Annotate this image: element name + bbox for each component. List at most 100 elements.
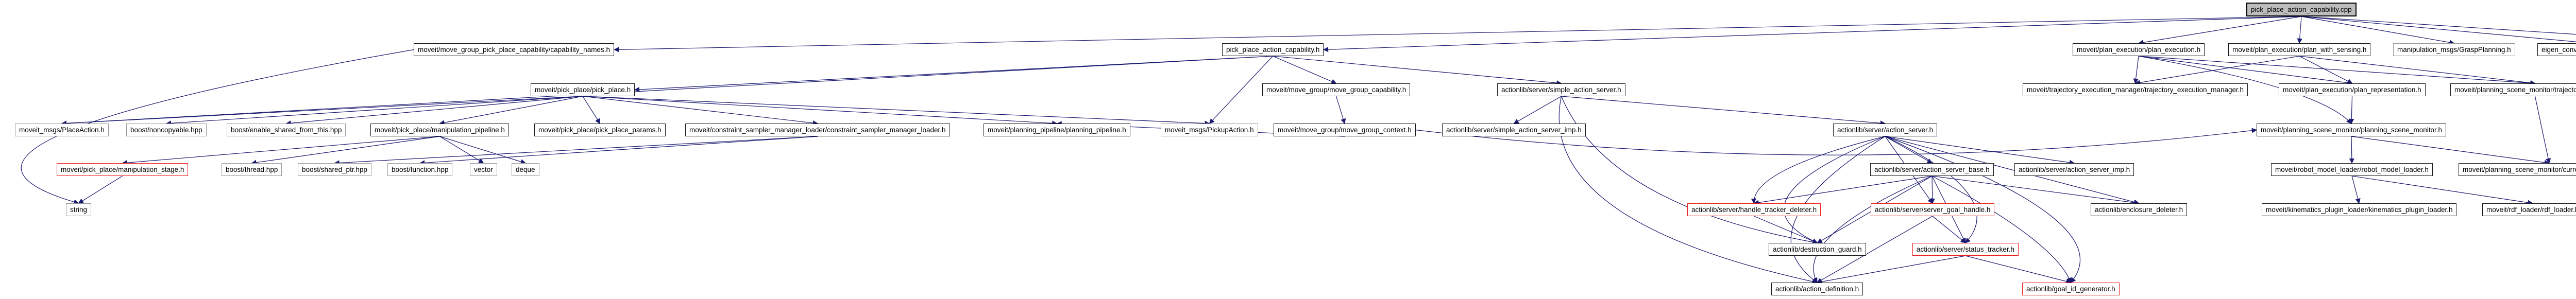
graph-node-manipstage[interactable]: moveit/pick_place/manipulation_stage.h (57, 163, 189, 176)
graph-edge-csml-function (419, 136, 818, 166)
graph-edge-pickplace-planpipe (582, 96, 1058, 126)
graph-node-kpl[interactable]: moveit/kinematics_plugin_loader/kinemati… (2262, 203, 2457, 216)
graph-node-adef[interactable]: actionlib/action_definition.h (1771, 283, 1863, 295)
graph-edge-actionserver-stracker (1885, 136, 1977, 243)
graph-edge-cpp-grasp (2301, 16, 2455, 45)
graph-edge-actionserver-dguard (1784, 136, 1886, 243)
graph-node-psm[interactable]: moveit/planning_scene_monitor/planning_s… (2257, 124, 2446, 136)
graph-node-encdel[interactable]: actionlib/enclosure_deleter.h (2091, 203, 2188, 216)
graph-edge-manippipe-thread (251, 136, 440, 165)
graph-node-ppach[interactable]: pick_place_action_capability.h (1222, 43, 1324, 56)
graph-node-csml[interactable]: moveit/constraint_sampler_manager_loader… (685, 124, 950, 136)
graph-node-sharedptr[interactable]: boost/shared_ptr.hpp (298, 163, 371, 176)
graph-node-sgh[interactable]: actionlib/server/server_goal_handle.h (1871, 203, 1995, 216)
graph-edge-planexec-tmon (2138, 56, 2536, 86)
graph-edge-psm-rml (2349, 136, 2354, 164)
graph-edge-pickplace-ppparams (582, 96, 601, 124)
graph-edge-ppach-mgcap (1273, 56, 1337, 84)
graph-node-eigenmsg[interactable]: eigen_conversions/eigen_msg.h (2537, 43, 2576, 56)
graph-node-vector[interactable]: vector (470, 163, 497, 176)
graph-edge-pickplace-manippipe (439, 96, 583, 126)
graph-node-mgctx[interactable]: moveit/move_group/move_group_context.h (1274, 124, 1416, 136)
graph-edge-actionserver-encdel (1885, 136, 2140, 205)
graph-edge-asbase-gidgen (1931, 175, 2072, 283)
graph-node-planpipe[interactable]: moveit/planning_pipeline/planning_pipeli… (984, 124, 1130, 136)
graph-node-noncopy[interactable]: boost/noncopyable.hpp (126, 124, 207, 136)
graph-edge-actionserver-asbase (1885, 136, 1933, 164)
graph-edge-plansense-tem (2134, 56, 2300, 85)
graph-node-tmon[interactable]: moveit/planning_scene_monitor/trajectory… (2450, 83, 2576, 96)
graph-node-strg[interactable]: string (66, 203, 92, 216)
graph-node-prep[interactable]: moveit/plan_execution/plan_representatio… (2279, 83, 2426, 96)
graph-edge-pickplace-enableshared (285, 96, 583, 126)
graph-edge-ppach-pickupaction (1209, 56, 1273, 124)
graph-edge-rml-rdf (2351, 175, 2533, 205)
graph-edge-manippipe-manipstage (122, 136, 440, 166)
graph-node-stracker[interactable]: actionlib/server/status_tracker.h (1912, 243, 2019, 256)
graph-edge-rml-kpl (2351, 175, 2361, 204)
graph-edge-cpp-eigenmsg (2301, 16, 2576, 42)
graph-edge-sas-dguard (1561, 96, 1818, 245)
graph-node-function[interactable]: boost/function.hpp (387, 163, 453, 176)
graph-edge-planexec-prep (2138, 56, 2353, 85)
graph-edge-actionserver-asimp (1885, 136, 2075, 165)
graph-edge-tmon-csm (2534, 96, 2551, 164)
graph-edge-ppach-placeaction (61, 56, 1273, 126)
graph-edge-cpp-planexec (2138, 16, 2302, 45)
graph-node-placeaction[interactable]: moveit_msgs/PlaceAction.h (15, 124, 109, 136)
graph-node-htd[interactable]: actionlib/server/handle_tracker_deleter.… (1687, 203, 1821, 216)
graph-edge-sgh-stracker (1932, 216, 1966, 243)
graph-node-tem[interactable]: moveit/trajectory_execution_manager/traj… (2023, 83, 2248, 96)
graph-edge-plansense-prep (2299, 56, 2353, 84)
graph-node-grasp[interactable]: manipulation_msgs/GraspPlanning.h (2393, 43, 2515, 56)
graph-edge-cpp-classloader (2301, 16, 2576, 35)
graph-edge-asbase-adef (1812, 175, 1933, 283)
graph-node-asimp[interactable]: actionlib/server/action_server_imp.h (2014, 163, 2134, 176)
graph-edge-htd-dguard (1754, 216, 1818, 244)
graph-node-gidgen[interactable]: actionlib/goal_id_generator.h (2022, 283, 2120, 295)
graph-edge-actionserver-gidgen (1885, 136, 2080, 283)
graph-edge-psm-csm (2351, 136, 2550, 165)
graph-node-deque[interactable]: deque (512, 163, 539, 176)
graph-edge-pickplace-pickupaction (582, 96, 1210, 126)
graph-edge-pickplace-placeaction (61, 96, 583, 126)
graph-edge-mgcap-mgctx (1335, 96, 1346, 124)
graph-node-asbase[interactable]: actionlib/server/action_server_base.h (1870, 163, 1994, 176)
graph-edge-plansense-tmon (2299, 56, 2536, 86)
graph-node-manippipe[interactable]: moveit/pick_place/manipulation_pipeline.… (370, 124, 509, 136)
graph-node-thread[interactable]: boost/thread.hpp (222, 163, 282, 176)
graph-node-csm[interactable]: moveit/planning_scene_monitor/current_st… (2459, 163, 2576, 176)
graph-node-rml[interactable]: moveit/robot_model_loader/robot_model_lo… (2271, 163, 2433, 176)
graph-edge-asbase-encdel (1931, 175, 2140, 205)
graph-node-sas[interactable]: actionlib/server/simple_action_server.h (1497, 83, 1625, 96)
graph-node-plansense[interactable]: moveit/plan_execution/plan_with_sensing.… (2228, 43, 2371, 56)
graph-node-enableshared[interactable]: boost/enable_shared_from_this.hpp (227, 124, 346, 136)
graph-edge-pickplace-noncopy (165, 96, 583, 126)
graph-edge-manipstage-strg (78, 175, 123, 204)
graph-edge-cpp-plansense (2297, 16, 2302, 44)
graph-edge-sas-sasimp (1513, 96, 1562, 124)
graph-node-actionserver[interactable]: actionlib/server/action_server.h (1833, 124, 1938, 136)
graph-node-dguard[interactable]: actionlib/destruction_guard.h (1769, 243, 1866, 256)
graph-node-mgcap[interactable]: moveit/move_group/move_group_capability.… (1262, 83, 1411, 96)
graph-node-planexec[interactable]: moveit/plan_execution/plan_execution.h (2073, 43, 2205, 56)
graph-node-pickupaction[interactable]: moveit_msgs/PickupAction.h (1161, 124, 1258, 136)
graph-node-ppparams[interactable]: moveit/pick_place/pick_place_params.h (534, 124, 666, 136)
graph-node-capnames[interactable]: moveit/move_group_pick_place_capability/… (414, 43, 614, 56)
graph-node-rdf[interactable]: moveit/rdf_loader/rdf_loader.h (2482, 203, 2576, 216)
graph-edge-pickplace-csml (582, 96, 819, 126)
graph-edge-cpp-ppach (1323, 16, 2302, 52)
graph-node-cpp[interactable]: pick_place_action_capability.cpp (2246, 3, 2357, 16)
graph-edge-mgctx-psm (1415, 128, 2258, 155)
graph-edge-actionserver-adef (1790, 136, 1886, 283)
graph-node-pickplace[interactable]: moveit/pick_place/pick_place.h (531, 83, 635, 96)
graph-edge-asbase-htd (1753, 175, 1933, 205)
graph-edge-csml-sharedptr (334, 136, 818, 166)
graph-node-sasimp[interactable]: actionlib/server/simple_action_server_im… (1442, 124, 1586, 136)
graph-edge-sgh-adef (1817, 216, 1933, 283)
graph-edge-planexec-tem (2133, 56, 2139, 84)
graph-edge-manippipe-deque (439, 136, 526, 165)
graph-edge-stracker-gidgen (1965, 255, 2072, 284)
